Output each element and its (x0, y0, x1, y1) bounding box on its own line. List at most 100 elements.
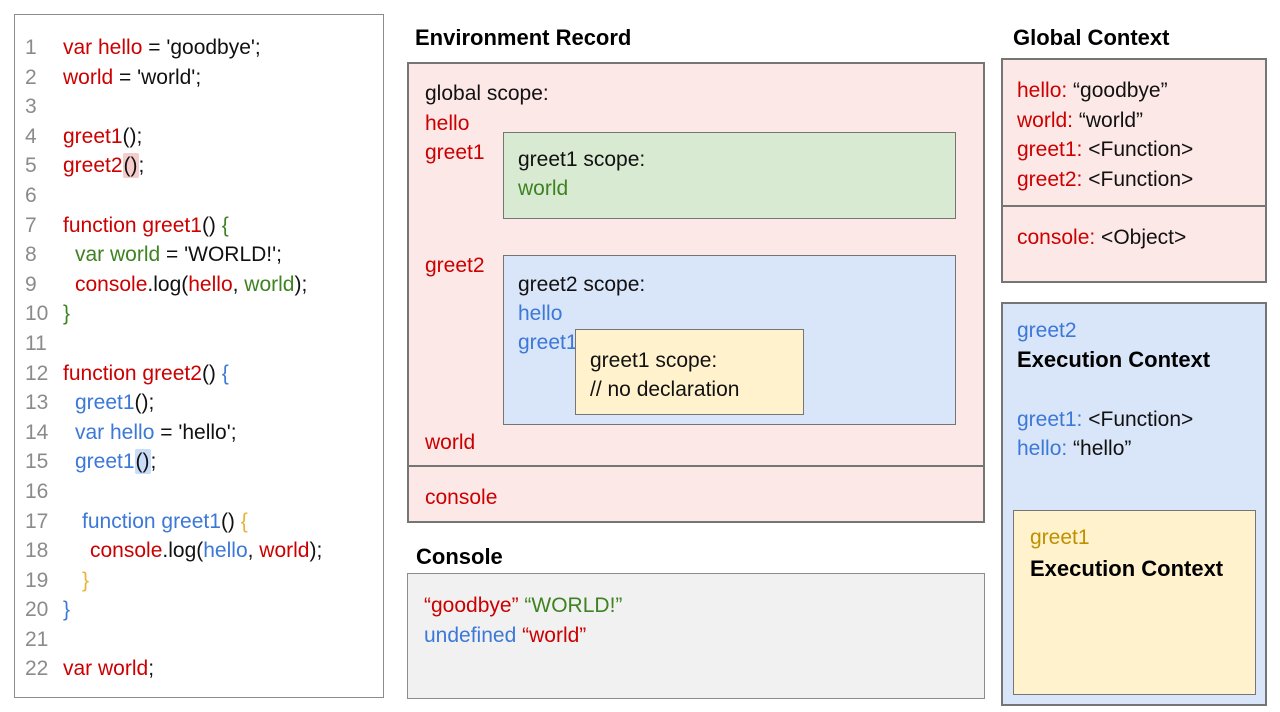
token: () (134, 449, 151, 475)
token: function greet1 (63, 213, 202, 237)
console-output-line-1: “goodbye” “WORLD!” (424, 595, 622, 616)
code-text: console.log(hello, world); (75, 270, 307, 300)
token: () (122, 153, 139, 179)
line-number: 2 (25, 65, 37, 89)
line-number: 15 (25, 450, 49, 474)
code-text: var hello = 'hello'; (75, 418, 237, 448)
console-title: Console (416, 544, 503, 569)
line-number: 8 (25, 243, 37, 267)
no-declaration-comment: // no declaration (590, 378, 740, 401)
token: hello (188, 272, 233, 296)
line-number: 11 (25, 331, 47, 355)
token: var hello (75, 420, 155, 444)
token: <Object> (1095, 226, 1187, 249)
code-text: greet1(); (75, 447, 156, 477)
greet1-scope-var-world: world (518, 177, 569, 200)
global-context-title: Global Context (1013, 25, 1170, 50)
token: { (221, 361, 229, 385)
code-text: var world; (63, 654, 154, 684)
token: <Function> (1082, 408, 1194, 431)
line-number: 16 (25, 479, 49, 503)
token: greet1 (75, 450, 135, 474)
code-text: greet2(); (63, 151, 144, 181)
code-text: greet1(); (75, 388, 154, 418)
environment-record-console-row: console (407, 465, 985, 523)
token: .log( (147, 272, 189, 296)
token: world (63, 65, 114, 89)
token: “goodbye” (1067, 79, 1168, 102)
code-text: function greet1() { (82, 507, 248, 537)
nested-greet1-scope-box: greet1 scope: // no declaration (575, 329, 804, 415)
token: () (201, 361, 222, 385)
greet2-execution-context-name: greet2 (1017, 319, 1077, 342)
line-number: 19 (25, 568, 49, 592)
token: .log( (162, 539, 204, 563)
line-number: 21 (25, 627, 49, 651)
greet1-execution-context-box: greet1 Execution Context (1013, 510, 1256, 695)
code-text: var world = 'WORLD!'; (75, 240, 282, 270)
token: <Function> (1082, 138, 1194, 161)
greet2-execution-context-box: greet2 Execution Context greet1: <Functi… (1001, 302, 1267, 706)
token: () (201, 213, 222, 237)
code-text: } (63, 299, 70, 329)
token: () (220, 509, 241, 533)
global-var-world: world (425, 431, 476, 454)
token: var world (63, 657, 149, 681)
environment-record-box: global scope: hello greet1 greet1 scope:… (407, 62, 985, 467)
token: function greet1 (82, 509, 221, 533)
code-text: } (63, 595, 70, 625)
code-text: } (82, 566, 89, 596)
code-line: 19} (15, 566, 383, 596)
code-text: console.log(hello, world); (90, 536, 322, 566)
token: world: (1017, 108, 1074, 132)
token: greet1 (63, 124, 123, 148)
token: <Function> (1082, 167, 1194, 191)
token: “world” (1073, 108, 1144, 132)
code-line: 20} (15, 595, 383, 625)
code-line: 3 (15, 92, 383, 122)
token: (); (122, 124, 143, 148)
token: } (63, 598, 71, 622)
token: greet2 (63, 154, 123, 178)
code-line: 13 greet1(); (15, 388, 383, 418)
code-line: 15 greet1(); (15, 447, 383, 477)
greet2-scope-var-greet1: greet1 (518, 331, 578, 354)
code-line: 8 var world = 'WORLD!'; (15, 240, 383, 270)
greet2-ec-entry-hello: hello: “hello” (1017, 438, 1131, 459)
line-number: 13 (25, 391, 49, 415)
code-text: var hello = 'goodbye'; (63, 33, 261, 63)
token: undefined (424, 624, 517, 647)
global-context-entry-greet2: greet2: <Function> (1017, 165, 1193, 195)
token: } (63, 302, 71, 326)
console-output-box: “goodbye” “WORLD!” undefined “world” (407, 573, 985, 699)
token: “goodbye” (424, 594, 519, 617)
line-number: 3 (25, 95, 37, 119)
global-context-box: hello: “goodbye” world: “world” greet1: … (1001, 58, 1267, 207)
token: var world (75, 243, 161, 267)
code-line: 14 var hello = 'hello'; (15, 418, 383, 448)
console-output-line-2: undefined “world” (424, 625, 586, 646)
greet2-scope-var-hello: hello (518, 302, 563, 325)
code-line: 21 (15, 625, 383, 655)
global-scope-label: global scope: (425, 82, 549, 105)
line-number: 9 (25, 272, 37, 296)
token: console (90, 539, 163, 563)
global-context-entry-hello: hello: “goodbye” (1017, 76, 1193, 106)
token: , (232, 272, 245, 296)
global-var-greet2: greet2 (425, 254, 485, 277)
line-number: 7 (25, 213, 37, 237)
token: var hello (63, 36, 143, 59)
global-context-entries: hello: “goodbye” world: “world” greet1: … (1017, 76, 1193, 194)
environment-record-title: Environment Record (415, 25, 632, 50)
token: console: (1017, 226, 1096, 249)
token: greet1 (75, 391, 135, 415)
code-line: 1 var hello = 'goodbye'; (15, 33, 383, 63)
code-line: 6 (15, 181, 383, 211)
line-number: 14 (25, 420, 49, 444)
global-var-hello: hello (425, 112, 470, 135)
line-number: 1 (25, 36, 37, 59)
code-text: world = 'world'; (63, 63, 201, 93)
token: = 'WORLD!'; (160, 243, 282, 267)
